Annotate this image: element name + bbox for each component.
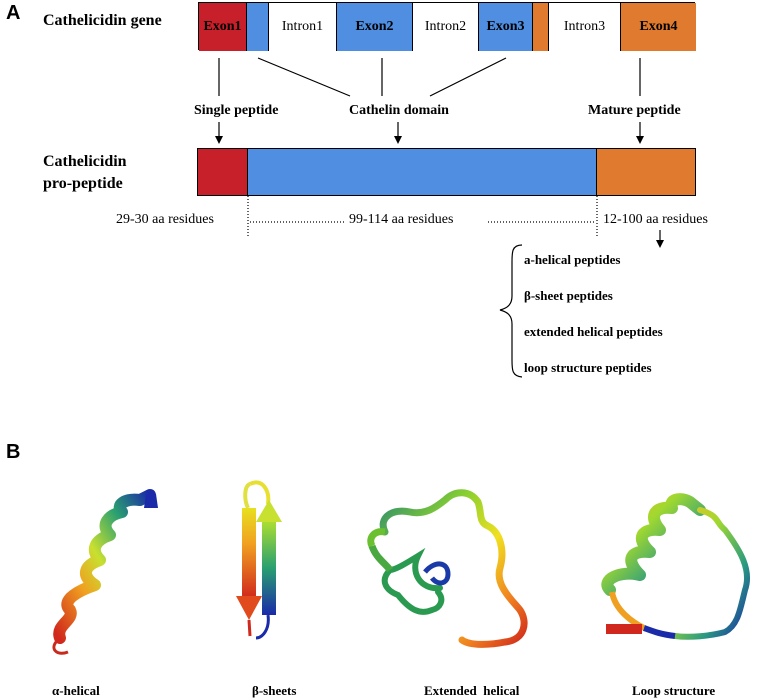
cathelin-domain-block [248, 149, 597, 195]
structure-images [52, 480, 751, 655]
peptide-type-3: loop structure peptides [524, 360, 652, 375]
propeptide-label-line1: Cathelicidin [43, 153, 127, 170]
panel-b-label: B [6, 441, 21, 463]
gene-bar: Exon1 Intron1 Exon2 Intron2 Exon3 Intron… [198, 2, 696, 51]
cathelin-domain-label: Cathelin domain [349, 103, 449, 118]
single-peptide-block [198, 149, 248, 195]
peptide-type-0: a-helical peptides [524, 252, 621, 267]
propeptide-label: Cathelicidin pro-peptide [43, 151, 127, 195]
mature-peptide-label: Mature peptide [588, 103, 681, 118]
exon2-segment: Exon2 [337, 3, 413, 51]
residues-single: 29-30 aa residues [116, 212, 214, 227]
exon4-segment: Exon4 [621, 3, 696, 51]
exon3-mature-segment [533, 3, 549, 51]
single-peptide-label: Single peptide [194, 103, 279, 118]
residues-cathelin: 99-114 aa residues [349, 212, 454, 227]
exon1-segment: Exon1 [199, 3, 247, 51]
intron2-segment: Intron2 [413, 3, 479, 51]
peptide-type-1: β-sheet peptides [524, 288, 613, 303]
intron3-segment: Intron3 [549, 3, 621, 51]
caption-alpha-helical: α-helical [52, 683, 100, 698]
peptide-type-2: extended helical peptides [524, 324, 663, 339]
caption-extended-helical: Extended helical [424, 683, 520, 698]
caption-loop-structure: Loop structure [632, 683, 716, 698]
propeptide-label-line2: pro-peptide [43, 175, 123, 192]
gene-label: Cathelicidin gene [43, 12, 162, 29]
mature-peptide-block [597, 149, 695, 195]
exon1-cathelin-segment [247, 3, 269, 51]
residues-mature: 12-100 aa residues [603, 212, 708, 227]
propeptide-bar [197, 148, 696, 196]
extended-helical-structure [367, 489, 528, 648]
exon3-segment: Exon3 [479, 3, 533, 51]
panel-a-label: A [6, 2, 21, 24]
loop-structure [601, 493, 751, 640]
caption-beta-sheets: β-sheets [252, 683, 297, 698]
beta-sheets-structure [236, 480, 282, 640]
alpha-helical-structure [52, 489, 158, 655]
intron1-segment: Intron1 [269, 3, 337, 51]
